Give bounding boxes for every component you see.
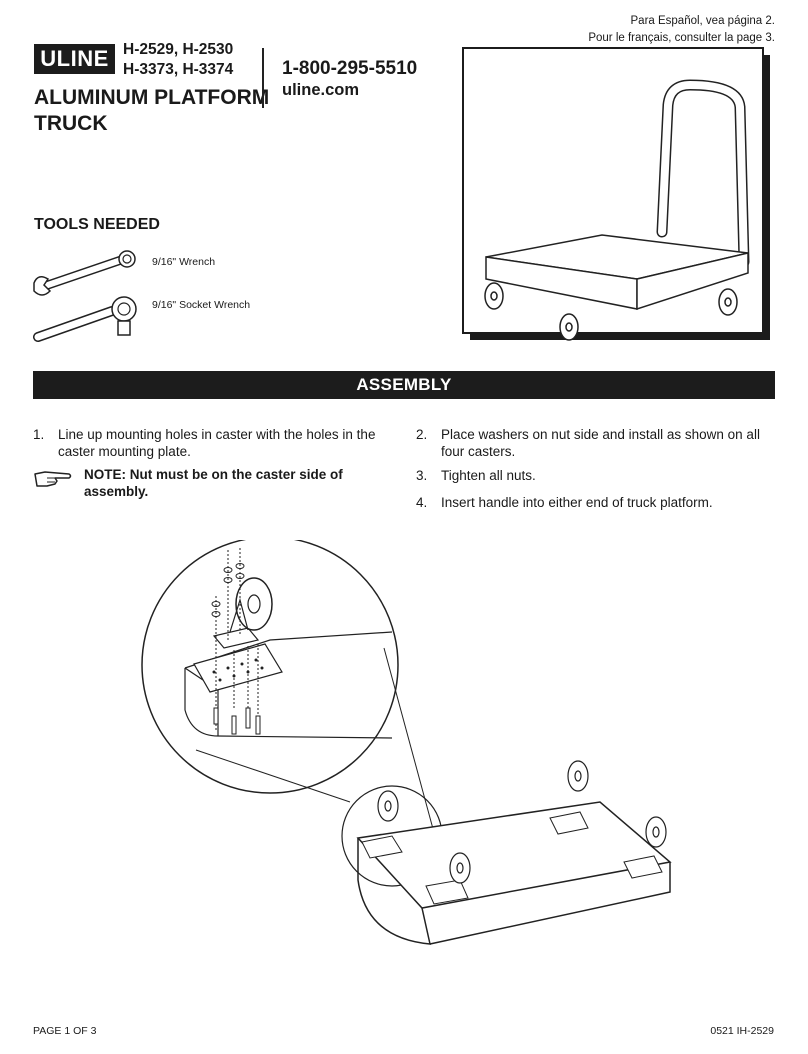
note-line1: NOTE: Nut must be on the caster side of [84,467,343,482]
socket-wrench-label: 9/16" Socket Wrench [152,299,251,311]
step-number: 1. [33,427,45,442]
step-text-line1: Insert handle into either end of truck p… [441,495,713,510]
assembly-heading: ASSEMBLY [33,371,775,399]
website: uline.com [282,81,360,99]
page-number: PAGE 1 OF 3 [33,1025,97,1037]
step-text-line1: Place washers on nut side and install as… [441,427,760,442]
model-numbers-line1: H-2529, H-2530 [123,41,234,58]
platform-truck-illustration [462,47,772,342]
step-2: 2. Place washers on nut side and install… [416,426,786,466]
tools-heading: TOOLS NEEDED [34,216,160,233]
model-numbers-line2: H-3373, H-3374 [123,61,234,78]
step-number: 3. [416,468,428,483]
assembly-diagram [130,540,690,960]
wrench-icon [32,247,142,299]
step-text-line2: caster mounting plate. [58,444,191,459]
product-title-line2: TRUCK [34,112,108,135]
step-text-line2: four casters. [441,444,516,459]
spanish-note: Para Español, vea página 2. [630,15,776,27]
product-title-line1: ALUMINUM PLATFORM [34,86,270,109]
uline-logo: ULINE [34,44,115,74]
pointing-hand-icon [33,468,73,490]
wrench-label: 9/16" Wrench [152,256,216,268]
document-code: 0521 IH-2529 [710,1025,774,1037]
header-divider [262,48,264,108]
socket-wrench-icon [32,293,142,349]
step-text-line1: Line up mounting holes in caster with th… [58,427,376,442]
phone-number: 1-800-295-5510 [282,58,418,79]
step-4: 4. Insert handle into either end of truc… [416,494,786,514]
step-number: 2. [416,427,428,442]
french-note: Pour le français, consulter la page 3. [588,32,775,44]
assembly-note: NOTE: Nut must be on the caster side of … [84,466,374,500]
step-1: 1. Line up mounting holes in caster with… [33,426,403,466]
step-3: 3. Tighten all nuts. [416,467,786,487]
step-text-line1: Tighten all nuts. [441,468,536,483]
note-line2: assembly. [84,484,149,499]
step-number: 4. [416,495,428,510]
